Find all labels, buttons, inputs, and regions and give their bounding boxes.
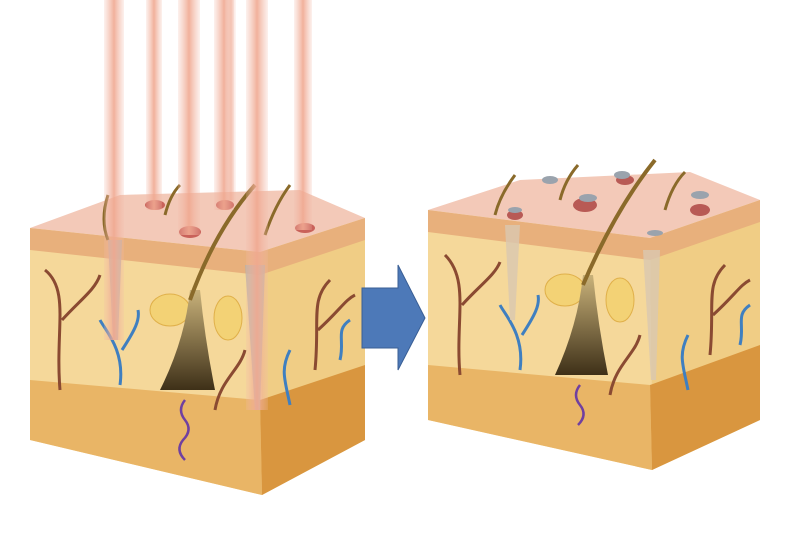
laser-beam: [226, 0, 236, 200]
laser-beams: [104, 0, 312, 410]
laser-beam: [104, 0, 124, 340]
sebaceous-gland: [213, 295, 243, 341]
sebaceous-gland: [605, 277, 635, 323]
subcutaneous-layer-front: [30, 380, 262, 495]
sebaceous-gland: [149, 293, 191, 327]
sebaceous-gland: [544, 273, 586, 307]
nerve-fibers: [44, 268, 356, 411]
hair-shaft: [663, 170, 687, 211]
epidermis-band: [428, 200, 760, 260]
blood-vessels: [98, 309, 351, 406]
nerve-fibers: [443, 253, 751, 396]
hair-shaft: [493, 174, 517, 216]
shed-hair-debris: [508, 171, 709, 236]
skin-block-before: [30, 0, 365, 495]
subcutaneous-layer-side: [650, 345, 760, 470]
subcutaneous-layer-front: [428, 365, 652, 470]
laser-beam: [246, 0, 268, 410]
blood-vessels: [498, 294, 751, 391]
hair-follicle: [555, 275, 608, 375]
laser-beam: [146, 0, 162, 210]
hair-follicle: [160, 290, 215, 390]
laser-beam: [294, 0, 312, 230]
epidermis-band: [30, 218, 365, 275]
destroyed-follicle: [643, 250, 660, 380]
hair-shaft: [581, 158, 657, 286]
hair-shaft: [558, 164, 580, 201]
arrow-right-icon: [361, 264, 426, 371]
destroyed-follicle: [505, 225, 520, 320]
laser-beam: [178, 0, 200, 235]
subcutaneous-layer-side: [260, 365, 365, 495]
blood-supply: [178, 399, 190, 461]
blood-supply: [574, 384, 585, 426]
skin-block-after: [428, 158, 760, 470]
